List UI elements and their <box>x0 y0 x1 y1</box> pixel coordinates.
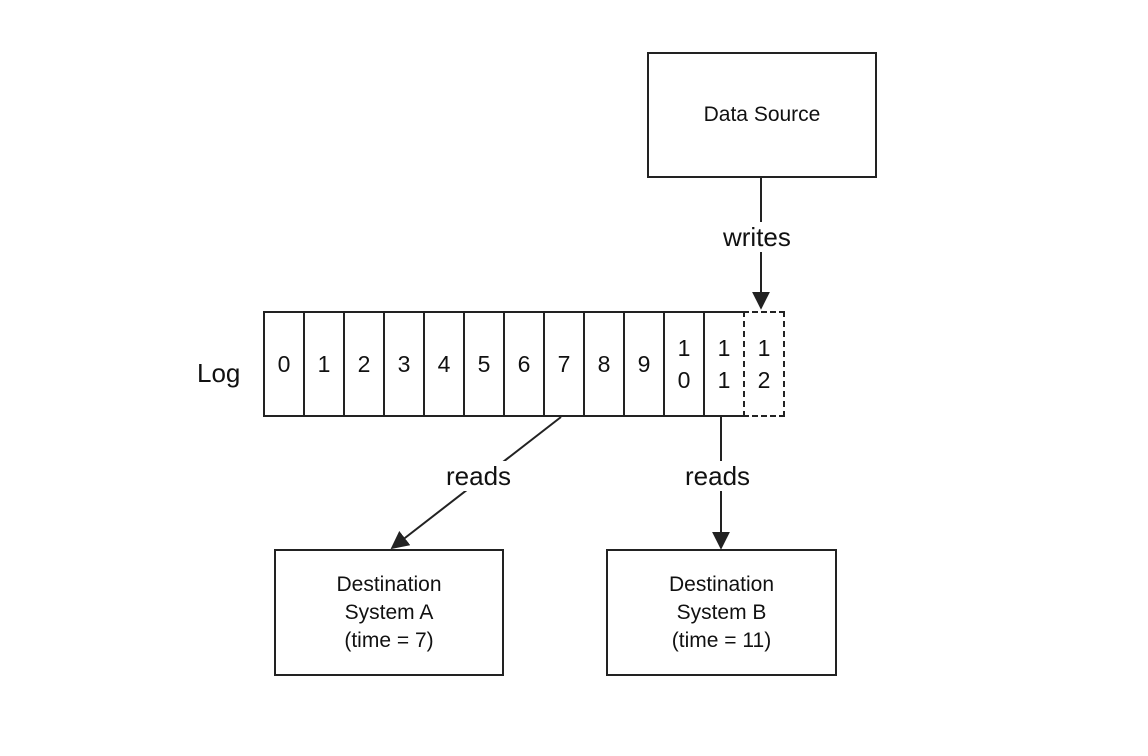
log-cell-digit: 1 <box>717 367 731 393</box>
log-cell-digit: 3 <box>397 351 411 377</box>
log-cell-digit: 7 <box>557 351 571 377</box>
destination-b-box: Destination System B (time = 11) <box>606 549 837 676</box>
destination-a-line-1: Destination <box>336 572 442 596</box>
destination-a-line-2: System A <box>344 600 434 624</box>
destination-b-line-3: (time = 11) <box>671 628 772 652</box>
log-cell-text: 0 <box>278 348 291 380</box>
log-cell: 0 <box>263 311 305 417</box>
log-cell-digit: 8 <box>597 351 611 377</box>
log-cell-text: 9 <box>638 348 651 380</box>
reads-a-label: reads <box>443 461 515 491</box>
log-cell: 1 <box>303 311 345 417</box>
log-cell-text: 3 <box>398 348 411 380</box>
reads-b-label: reads <box>682 461 754 491</box>
log-cell-digit: 5 <box>477 351 491 377</box>
destination-a-box: Destination System A (time = 7) <box>274 549 504 676</box>
log-cell: 4 <box>423 311 465 417</box>
log-cell: 2 <box>343 311 385 417</box>
log-cell-text: 8 <box>598 348 611 380</box>
log-cell-digit: 1 <box>317 351 331 377</box>
destination-b-line-1: Destination <box>668 572 775 596</box>
log-cell-digit: 2 <box>757 367 771 393</box>
log-cell-digit: 9 <box>637 351 651 377</box>
writes-label: writes <box>720 222 794 252</box>
log-cell: 9 <box>623 311 665 417</box>
destination-a-line-3: (time = 7) <box>344 628 434 652</box>
data-source-label: Data Source <box>703 103 821 126</box>
log-cell-digit: 0 <box>277 351 291 377</box>
log-cell: 6 <box>503 311 545 417</box>
log-cell-text: 2 <box>358 348 371 380</box>
log-cell-digit: 1 <box>717 335 731 361</box>
log-label: Log <box>194 358 244 388</box>
log-cell: 7 <box>543 311 585 417</box>
log-cell-digit: 6 <box>517 351 531 377</box>
log-cell-digit: 2 <box>357 351 371 377</box>
log-cell-text: 1 <box>318 348 331 380</box>
log-cell-text: 7 <box>558 348 571 380</box>
log-cell-text: 4 <box>438 348 451 380</box>
log-cell-text: 6 <box>518 348 531 380</box>
log-cell: 8 <box>583 311 625 417</box>
log-cell-digit: 1 <box>677 335 691 361</box>
log-cell: 5 <box>463 311 505 417</box>
log-cell-text: 5 <box>478 348 491 380</box>
log-cell-digit: 1 <box>757 335 771 361</box>
log-cell: 3 <box>383 311 425 417</box>
data-source-box: Data Source <box>647 52 877 178</box>
log-cell-digit: 4 <box>437 351 451 377</box>
log-cell-digit: 0 <box>677 367 691 393</box>
destination-b-line-2: System B <box>676 600 767 624</box>
